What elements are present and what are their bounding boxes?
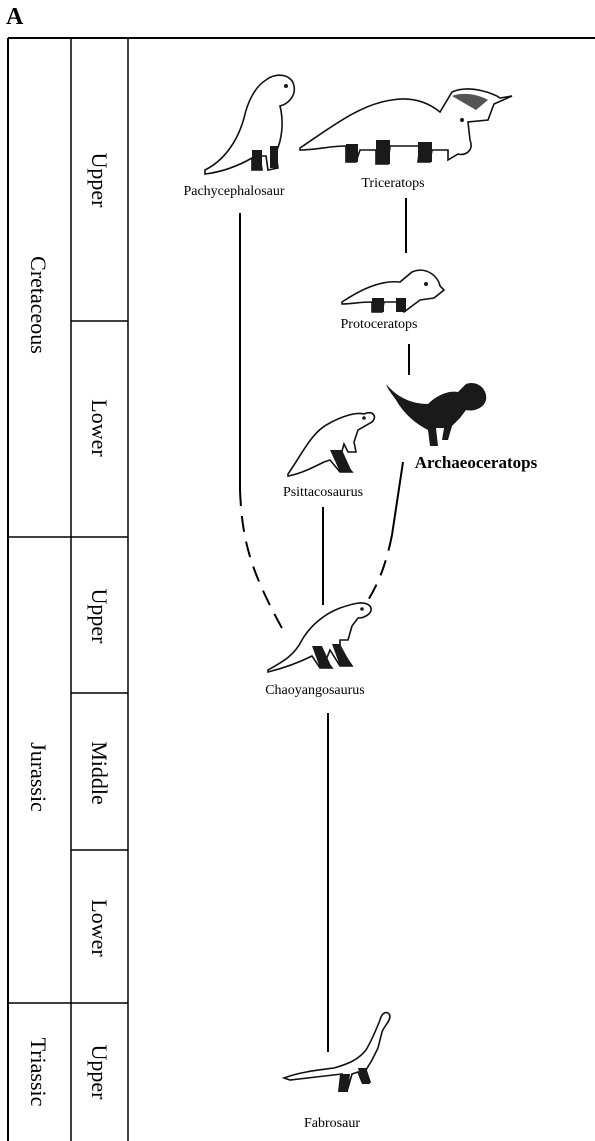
chaoyangosaurus-icon [268,603,371,672]
epoch-label-triassic-upper: Upper [87,1045,112,1101]
epoch-label-jurassic-middle: Middle [87,741,112,805]
label-protoceratops: Protoceratops [341,317,418,332]
epoch-label-jurassic-upper: Upper [87,589,112,645]
archaeoceratops-icon [386,383,486,446]
label-chaoyangosaurus: Chaoyangosaurus [265,683,365,698]
label-fabrosaur: Fabrosaur [304,1116,360,1131]
label-triceratops: Triceratops [361,176,424,191]
label-psittacosaurus: Psittacosaurus [283,485,363,500]
period-label-jurassic: Jurassic [26,742,51,812]
period-label-triassic: Triassic [26,1038,51,1107]
lineage-archaeoceratops-dashed [365,535,392,605]
lineage-pachycephalosaur-dashed [240,490,283,630]
period-label-cretaceous: Cretaceous [26,256,51,354]
label-archaeoceratops: Archaeoceratops [415,453,538,472]
epoch-label-cretaceous-upper: Upper [87,153,112,209]
label-pachycephalosaur: Pachycephalosaur [183,184,284,199]
protoceratops-icon [342,270,444,312]
epoch-label-jurassic-lower: Lower [87,899,112,957]
psittacosaurus-icon [288,413,374,476]
epoch-label-cretaceous-lower: Lower [87,399,112,457]
fabrosaur-icon [284,1013,390,1092]
pachycephalosaur-icon [205,75,294,174]
lineage-archaeoceratops-solid [392,462,403,535]
triceratops-icon [300,89,512,164]
